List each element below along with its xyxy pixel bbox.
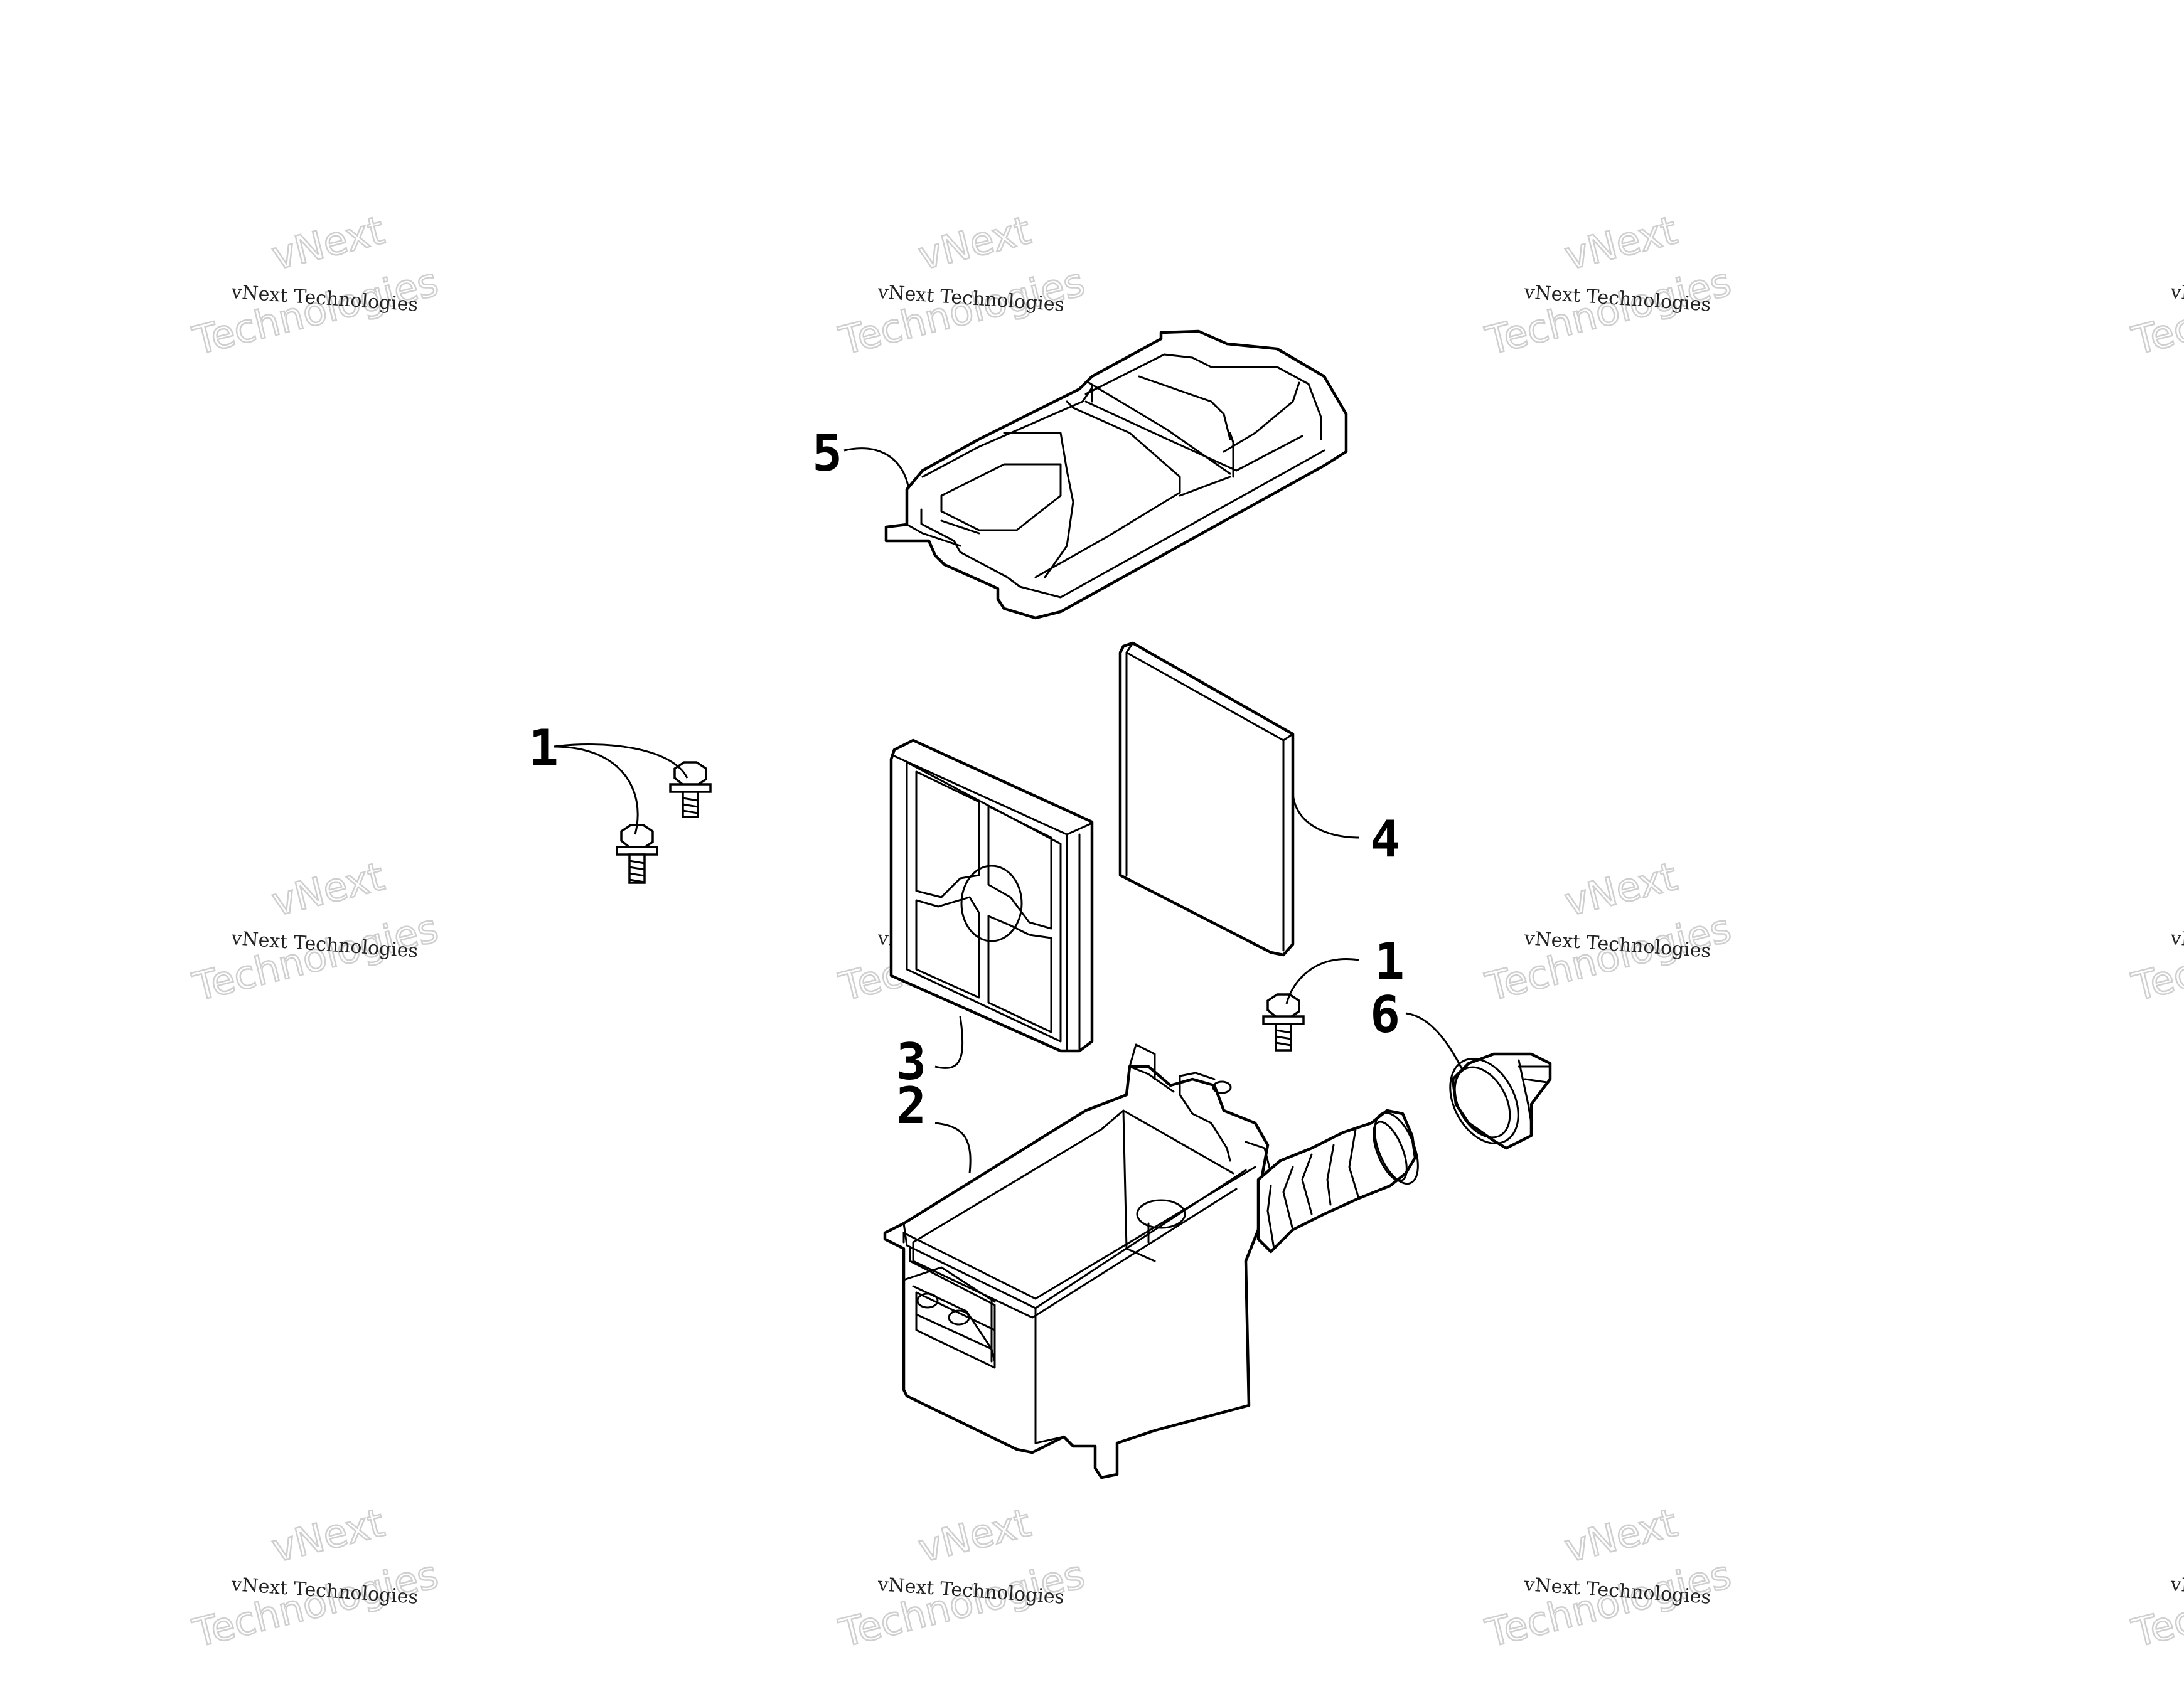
watermark-brand: vNext [1560,207,1681,279]
filter-element-part [1118,641,1295,957]
watermark-brand: vNext [1560,853,1681,925]
watermark-company: Technologies [2128,905,2184,1009]
watermark-brand: vNext [914,207,1035,279]
watermark-company: Technologies [2128,1551,2184,1656]
callout-5: 5 [812,424,842,482]
watermark-brand: vNext [267,1500,388,1572]
watermark-brand: vNext [1560,1500,1681,1572]
callout-1-lower: 1 [1374,932,1405,991]
callout-2: 2 [896,1077,926,1135]
callout-6: 6 [1370,986,1400,1044]
bolt-housing [1262,993,1305,1052]
cover-part [884,329,1348,620]
bolt-lower [616,824,658,884]
watermark-brand: vNext [267,853,388,925]
leader-lines [554,447,1464,1174]
filter-frame-part [889,738,1094,1053]
callout-4: 4 [1370,810,1400,868]
housing-part [883,1043,1419,1479]
callout-3: 3 [896,1033,926,1091]
watermark-brand: vNext [914,1500,1035,1572]
callout-labels: 1 2 3 4 5 1 6 [528,424,1405,1135]
watermark-brand: vNext [267,207,388,279]
bolt-upper [669,761,712,818]
callout-1-upper: 1 [528,719,559,777]
boot-part [1449,1052,1552,1150]
watermark-company: Technologies [2128,258,2184,363]
